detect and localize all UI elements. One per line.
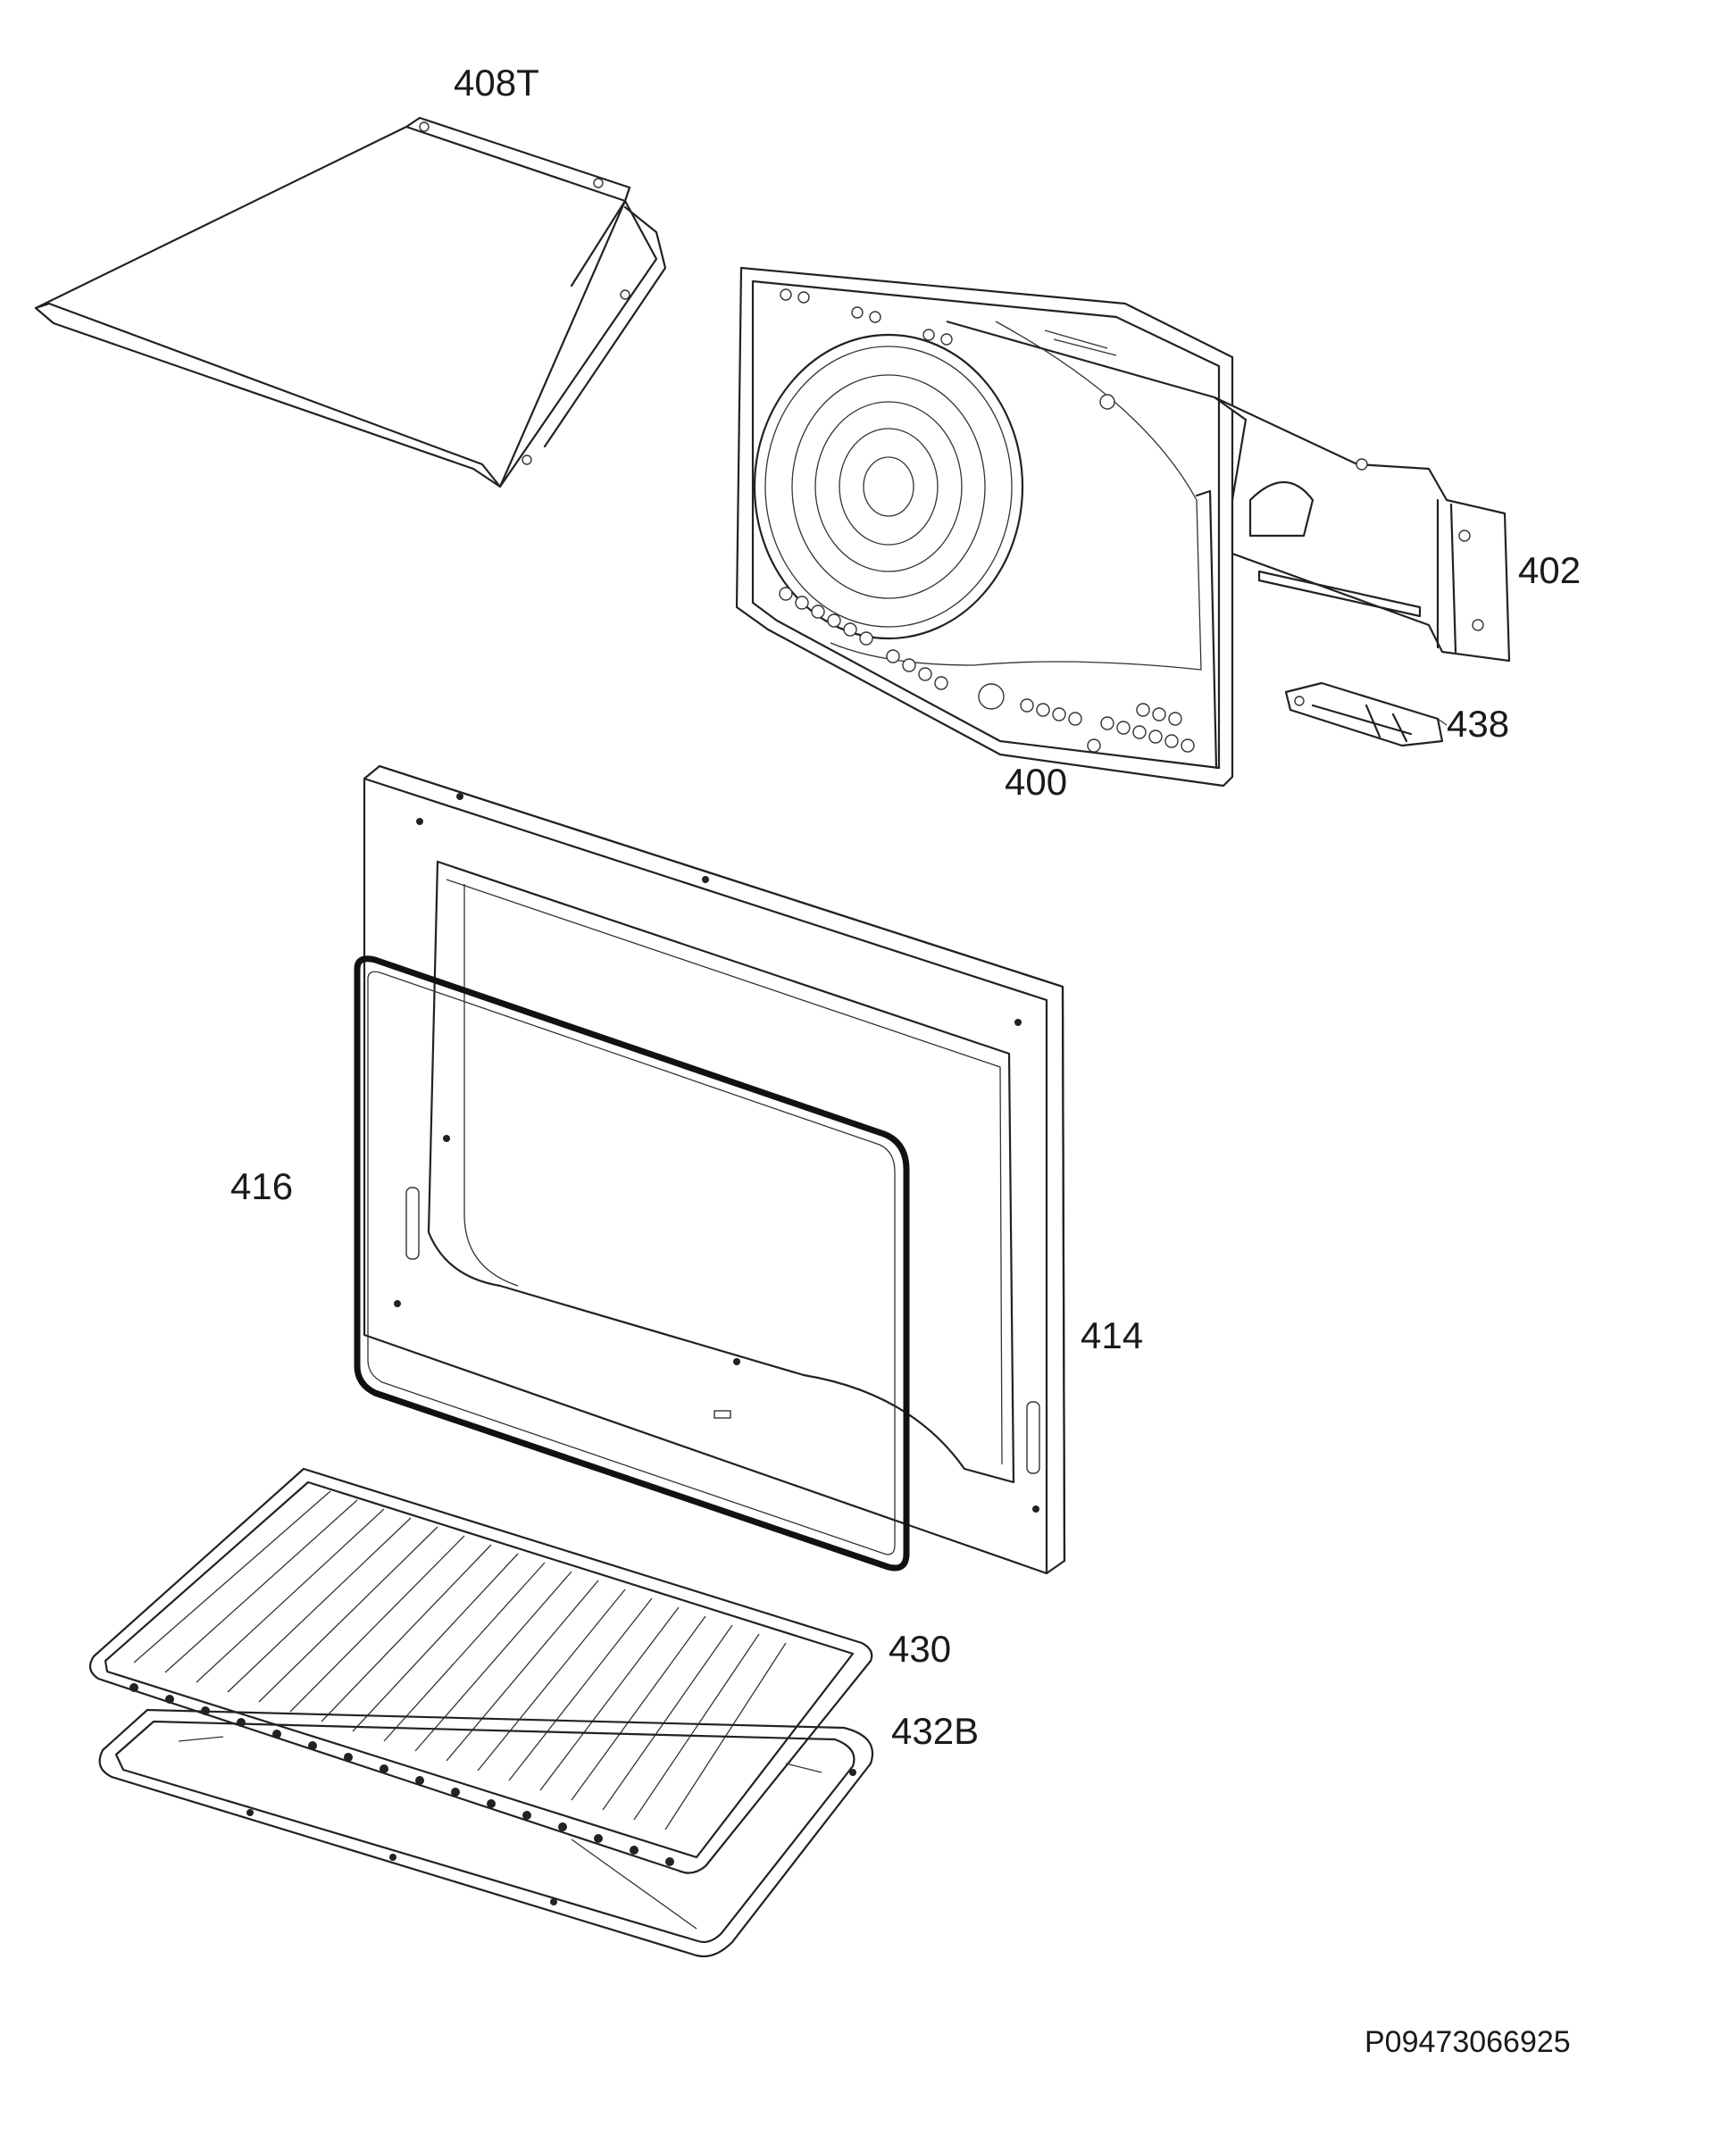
- part-402-back-plate: [946, 320, 1511, 663]
- part-432B-tray: [98, 1708, 874, 1958]
- label-400: 400: [1005, 761, 1068, 803]
- label-438: 438: [1447, 703, 1510, 745]
- part-438-small-bracket: [1284, 681, 1444, 747]
- leader-lines: [1437, 718, 1448, 726]
- label-430: 430: [889, 1628, 952, 1670]
- part-430-grill-rack: [88, 1467, 873, 1874]
- label-432B: 432B: [891, 1710, 980, 1752]
- part-408T-deflector-plate: [34, 116, 667, 488]
- label-414: 414: [1081, 1314, 1144, 1356]
- part-414-outer-frame: [363, 764, 1066, 1575]
- label-416: 416: [230, 1165, 294, 1207]
- label-402: 402: [1518, 549, 1582, 591]
- document-code: P09473066925: [1365, 2025, 1571, 2059]
- part-400-rear-panel: [735, 266, 1234, 788]
- label-408T: 408T: [454, 62, 539, 104]
- part-416-door-gasket: [354, 955, 910, 1572]
